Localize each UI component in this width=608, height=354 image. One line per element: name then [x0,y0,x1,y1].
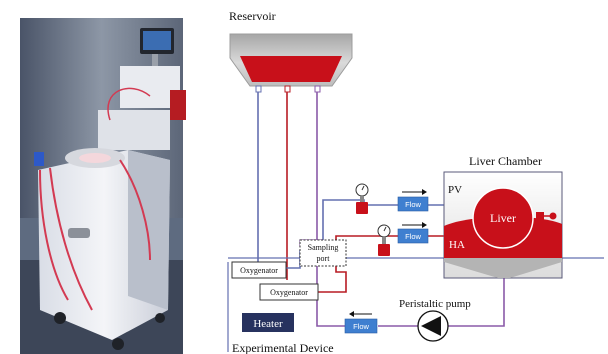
sampling-port: Sampling port [299,239,347,267]
heater-label: Heater [253,318,283,330]
heater-box [242,313,294,332]
chamber-glow [79,153,111,163]
reservoir-label: Reservoir [229,9,276,23]
chamber-funnel [444,258,562,278]
peristaltic-pump: Peristaltic pump [399,298,471,342]
reservoir-blood [240,56,342,82]
reservoir-port-2 [284,85,291,93]
flow-sensor-ha: Flow [397,222,429,244]
monitor-stand [152,54,158,68]
gauge-sensor-pv [356,202,368,214]
wheel-right [112,338,124,350]
tubing-2 [49,167,93,311]
machine-side [128,150,170,310]
reservoir-photo [170,90,186,120]
gauge-needle-pv [361,185,365,191]
blue-connector [34,152,44,166]
sampling-port-label-1: Sampling [308,243,339,252]
monitor-screen [143,31,171,50]
flow-label-ha: Flow [405,232,421,241]
reservoir-port-1 [255,85,262,93]
reservoir [229,33,353,93]
pump-label: Peristaltic pump [399,298,471,310]
experimental-device-label: Experimental Device [232,341,334,354]
flow-box-return [344,318,378,334]
flow-label-pv: Flow [405,200,421,209]
gauge-stem-pv [360,196,364,202]
flow-box-ha [397,228,429,244]
control-panel [98,110,170,150]
reservoir-port-3 [314,85,321,93]
oxygenator-1: Oxygenator [231,261,287,279]
gauge-sensor-ha [378,244,390,256]
gauge-stem-ha [382,237,386,244]
pressure-gauge-pv [355,183,369,214]
tubing-3 [119,159,151,261]
sampling-port-box [299,239,347,267]
liver-chamber: Liver Chamber Liver PV HA [443,154,563,279]
drain-line [448,278,505,327]
oxygenator-2: Oxygenator [259,283,319,301]
tubing-4 [107,87,151,121]
ha-label: HA [449,239,465,251]
wheel-back [155,313,165,323]
pump-triangle [421,316,441,336]
flow-arrowhead-pv [422,189,427,195]
flow-sensor-pv: Flow [397,189,429,212]
tubing-1 [39,169,69,301]
flow-sensor-return: Flow [344,311,378,334]
liver-probe [536,212,544,220]
pv-label: PV [448,184,462,196]
sampling-port-label-2: port [317,254,331,263]
probe-tip [549,212,557,220]
oxygenator-label-1: Oxygenator [240,266,278,275]
side-handle [68,228,90,238]
flow-arrowhead-return [349,311,354,317]
oxygenator-box-1 [231,261,287,279]
liver-label: Liver [490,211,516,225]
ha-line [318,235,444,293]
oxygenator-label-2: Oxygenator [270,288,308,297]
oxygenator-box-2 [259,283,319,301]
liver [472,187,534,249]
purple-line-reservoir [316,92,345,327]
pressure-gauge-ha [377,224,391,256]
machine-photo [20,18,186,354]
flow-box-pv [397,196,429,212]
flow-arrowhead-ha [422,222,427,228]
flow-label-return: Flow [353,322,369,331]
heater: Heater [242,313,294,332]
wheel-left [54,312,66,324]
gauge-needle-ha [383,226,387,232]
liver-chamber-label: Liver Chamber [469,154,542,168]
